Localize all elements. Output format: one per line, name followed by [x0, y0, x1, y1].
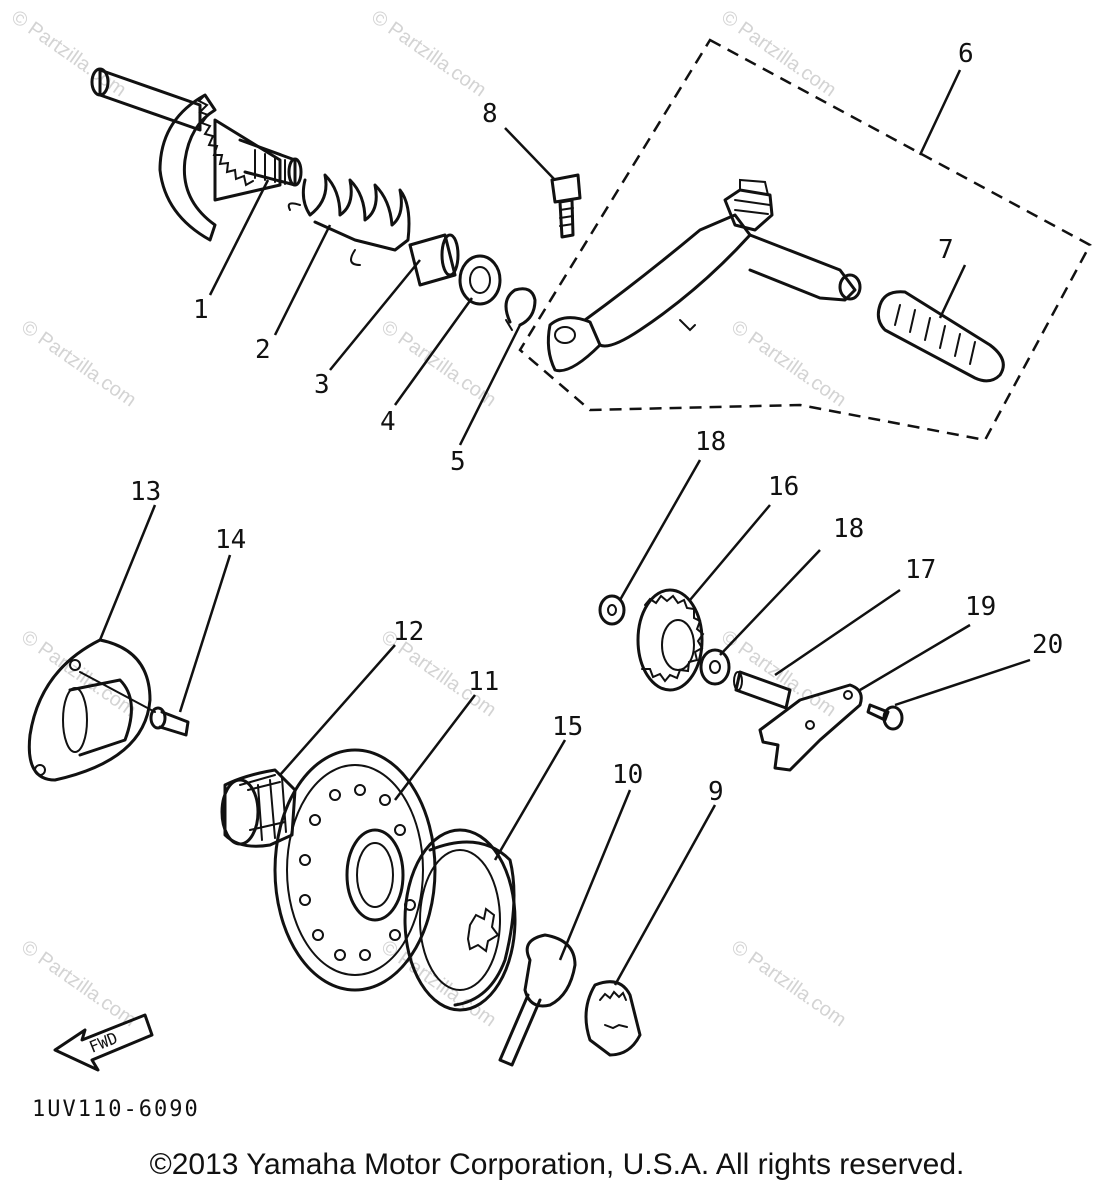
- idle-gear-part: [636, 588, 705, 692]
- callout-18-lower: 18: [833, 514, 864, 544]
- callout-20: 20: [1032, 630, 1063, 660]
- circlip-part: [504, 287, 537, 331]
- washer-small-part: [598, 594, 626, 626]
- washer-part: [458, 254, 502, 306]
- plate-part: [27, 638, 156, 782]
- copyright-notice: ©2013 Yamaha Motor Corporation, U.S.A. A…: [149, 1148, 965, 1181]
- fwd-arrow: FWD: [53, 1013, 154, 1072]
- watermark: © Partzilla.com: [727, 316, 850, 411]
- collar-part: [408, 233, 460, 287]
- callout-17: 17: [905, 555, 936, 585]
- callout-2: 2: [255, 335, 271, 365]
- callout-15: 15: [552, 712, 583, 742]
- kick-spring-part: [287, 173, 411, 266]
- callout-6: 6: [958, 39, 974, 69]
- large-gear-part: [273, 748, 437, 992]
- clutch-part: [403, 828, 517, 1012]
- kick-shaft-part: [90, 67, 303, 242]
- leader-lines: [98, 69, 1031, 986]
- watermark: © Partzilla.com: [17, 936, 140, 1031]
- callout-18-top: 18: [695, 427, 726, 457]
- callout-5: 5: [450, 447, 466, 477]
- washer-lower-part: [699, 648, 731, 686]
- bracket-part: [758, 683, 863, 772]
- diagram-code: 1UV110-6090: [32, 1097, 200, 1122]
- watermark: © Partzilla.com: [377, 316, 500, 411]
- fwd-label: FWD: [86, 1028, 120, 1056]
- callout-10: 10: [612, 760, 643, 790]
- watermark: © Partzilla.com: [17, 316, 140, 411]
- callout-16: 16: [768, 472, 799, 502]
- kick-crank-box: [518, 38, 1092, 442]
- watermark: © Partzilla.com: [367, 6, 490, 101]
- callout-13: 13: [130, 477, 161, 507]
- watermark: © Partzilla.com: [7, 6, 130, 101]
- grip-part: [876, 290, 1005, 383]
- bearing-part: [220, 768, 297, 848]
- callout-14: 14: [215, 525, 246, 555]
- callout-11: 11: [468, 667, 499, 697]
- callout-19: 19: [965, 592, 996, 622]
- watermark: © Partzilla.com: [377, 936, 500, 1031]
- starter-gear-part: [584, 980, 642, 1057]
- clip-ring-part: [498, 933, 577, 1067]
- callout-9: 9: [708, 777, 724, 807]
- callout-1: 1: [193, 295, 209, 325]
- kick-crank-part: [546, 178, 862, 373]
- bolt-part: [550, 173, 582, 239]
- callout-8: 8: [482, 99, 498, 129]
- callout-3: 3: [314, 370, 330, 400]
- screw-part: [149, 706, 190, 737]
- shaft-part: [733, 670, 792, 710]
- screw-small-part: [866, 703, 904, 731]
- callout-7: 7: [938, 235, 954, 265]
- callout-numbers: 1 2 3 4 5 6 7 8 9 10 11 12 13 14 15 16 1…: [130, 39, 1063, 807]
- watermark: © Partzilla.com: [727, 936, 850, 1031]
- callout-12: 12: [393, 617, 424, 647]
- callout-4: 4: [380, 407, 396, 437]
